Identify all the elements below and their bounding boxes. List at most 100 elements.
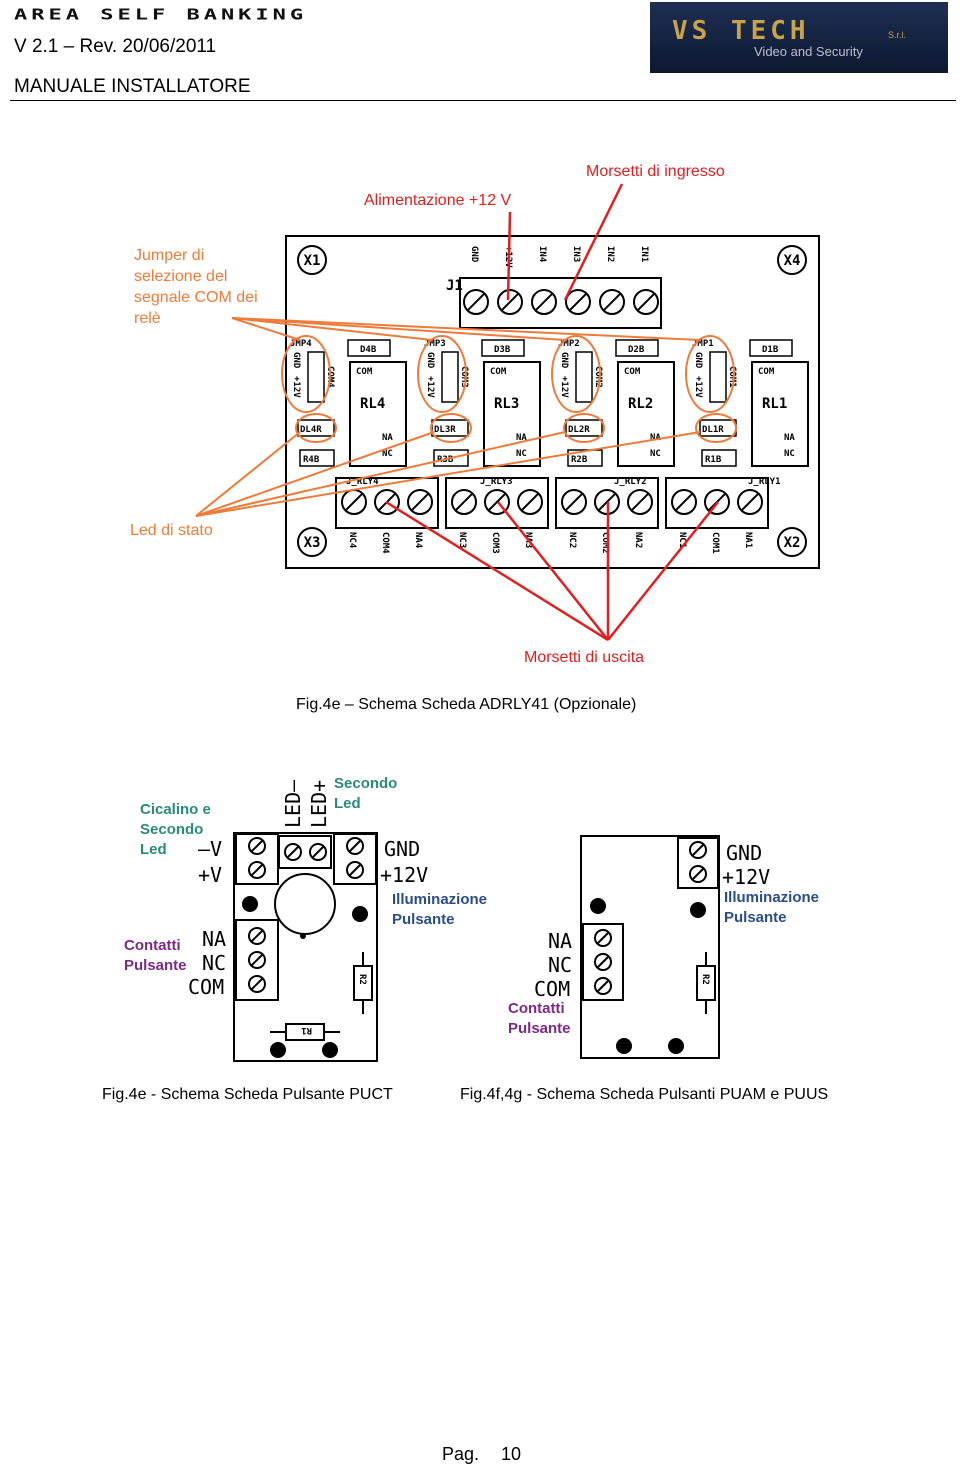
output-pin-label: COM3 (490, 532, 500, 554)
logo-brand: VS TECH (672, 16, 810, 46)
relay-connector-label: J_RLY1 (748, 477, 781, 487)
terminal-screw (671, 489, 697, 515)
jumper-label: JMP1 (692, 339, 714, 349)
puct-pin-gnd: GND (384, 837, 420, 861)
relay-connector-label: J_RLY3 (480, 477, 513, 487)
led-callouts (195, 413, 737, 517)
relay-nc-label: NC (650, 449, 661, 459)
jumper-block (575, 351, 593, 403)
page-label: Pag. (442, 1444, 480, 1464)
terminal-screw (517, 489, 543, 515)
version-label: V 2.1 – Rev. 20/06/2011 (14, 36, 217, 57)
puct-via (300, 933, 306, 939)
relay-body (751, 361, 809, 467)
puct-screws-power (346, 837, 364, 879)
puct-pin-led-minus: LED– (281, 779, 305, 828)
relay-connector-label: J_RLY2 (614, 477, 647, 487)
relay-label: RL1 (762, 396, 787, 412)
puam-screws-contacts (594, 929, 612, 995)
puam-pin-gnd: GND (726, 841, 762, 865)
corner-label: X1 (304, 253, 321, 269)
jumper-label: JMP3 (424, 339, 446, 349)
jumper-pin-gnd: GND (291, 352, 301, 369)
jumper-label-3: segnale COM dei (134, 289, 258, 306)
input-pin-label: IN4 (537, 246, 547, 263)
relay-body (617, 361, 675, 467)
input-pin-label: IN3 (571, 246, 581, 262)
board-outline (285, 235, 820, 569)
output-terminal-block (665, 477, 769, 529)
puam-pin-nc: NC (548, 953, 572, 977)
input-pin-label: GND (469, 246, 479, 263)
uscita-arrows (385, 500, 719, 642)
terminal-screw (633, 289, 659, 315)
puam-terminal-power (677, 837, 719, 889)
puct-pin-com: COM (188, 975, 224, 999)
corner-hole-x1: X1 (297, 245, 327, 275)
relay-com-label: COM (758, 367, 775, 377)
j1-connector (459, 277, 662, 329)
puam-pin-12v: +12V (722, 865, 770, 889)
led-label: DL2R (568, 425, 590, 435)
diode (347, 339, 391, 357)
terminal-screw (561, 489, 587, 515)
output-terminal-block (335, 477, 439, 529)
jumper-pin-12v: +12V (425, 376, 435, 398)
puam-mount-hole (690, 902, 706, 918)
puct-board-diagram: R2 R1 –V +V LED– LED+ GND +12V NA NC COM… (124, 775, 487, 1062)
terminal-screw (627, 489, 653, 515)
output-pin-label: COM1 (710, 532, 720, 554)
puct-secondo-label-2: Led (334, 795, 361, 812)
output-terminal-block (445, 477, 549, 529)
puct-secondo-label-1: Secondo (334, 775, 397, 792)
puam-r2-label: R2 (700, 974, 710, 985)
relay-label: RL2 (628, 396, 653, 412)
jumper-block (441, 351, 459, 403)
puct-pin-12v: +12V (380, 863, 428, 887)
jumper-label-1: Jumper di (134, 247, 204, 264)
jumper-pin-gnd: GND (425, 352, 435, 369)
led-stato-label: Led di stato (130, 522, 213, 539)
resistor (567, 449, 603, 467)
terminal-screw (407, 489, 433, 515)
output-pin-label: NC4 (347, 532, 357, 549)
input-pin-label: IN1 (639, 246, 649, 262)
puct-terminal-led (278, 835, 332, 869)
terminal-screw (451, 489, 477, 515)
puct-mount-hole (322, 1042, 338, 1058)
puct-pin-plus-v: +V (198, 863, 222, 887)
puct-terminal-power (333, 833, 377, 885)
output-pin-label: NA2 (633, 532, 643, 548)
jumper-block (709, 351, 727, 403)
figure3-caption: Fig.4f,4g - Schema Scheda Pulsanti PUAM … (460, 1086, 829, 1103)
puct-screws-v (248, 837, 266, 879)
puam-mount-hole (668, 1038, 684, 1054)
output-pin-label: COM4 (380, 532, 390, 554)
relay-com-label: COM (490, 367, 507, 377)
jumper-block (307, 351, 325, 403)
puct-r2-label: R2 (357, 974, 367, 985)
puam-illum-label-1: Illuminazione (724, 889, 819, 906)
puam-illum-label-2: Pulsante (724, 909, 787, 926)
relay-na-label: NA (650, 433, 661, 443)
puct-illum-label-1: Illuminazione (392, 891, 487, 908)
relay-nc-label: NC (516, 449, 527, 459)
corner-hole-x2: X2 (777, 527, 807, 557)
j1-screws (463, 289, 659, 315)
puct-pin-led-plus: LED+ (307, 780, 331, 828)
jumper-pin-12v: +12V (693, 376, 703, 398)
puct-mount-hole (242, 896, 258, 912)
puct-cicalino-label-3: Led (140, 841, 167, 858)
led-label: DL1R (702, 425, 724, 435)
puct-screws-contacts (248, 927, 266, 993)
puct-pin-na: NA (202, 927, 226, 951)
relay-com-label: COM (356, 367, 373, 377)
terminal-screw (484, 489, 510, 515)
corner-label: X4 (784, 253, 801, 269)
output-pin-label: NC2 (567, 532, 577, 548)
output-pin-label: NC3 (457, 532, 467, 548)
puct-pin-minus-v: –V (198, 837, 222, 861)
document-title: AREA SELF BANKING (14, 6, 308, 24)
